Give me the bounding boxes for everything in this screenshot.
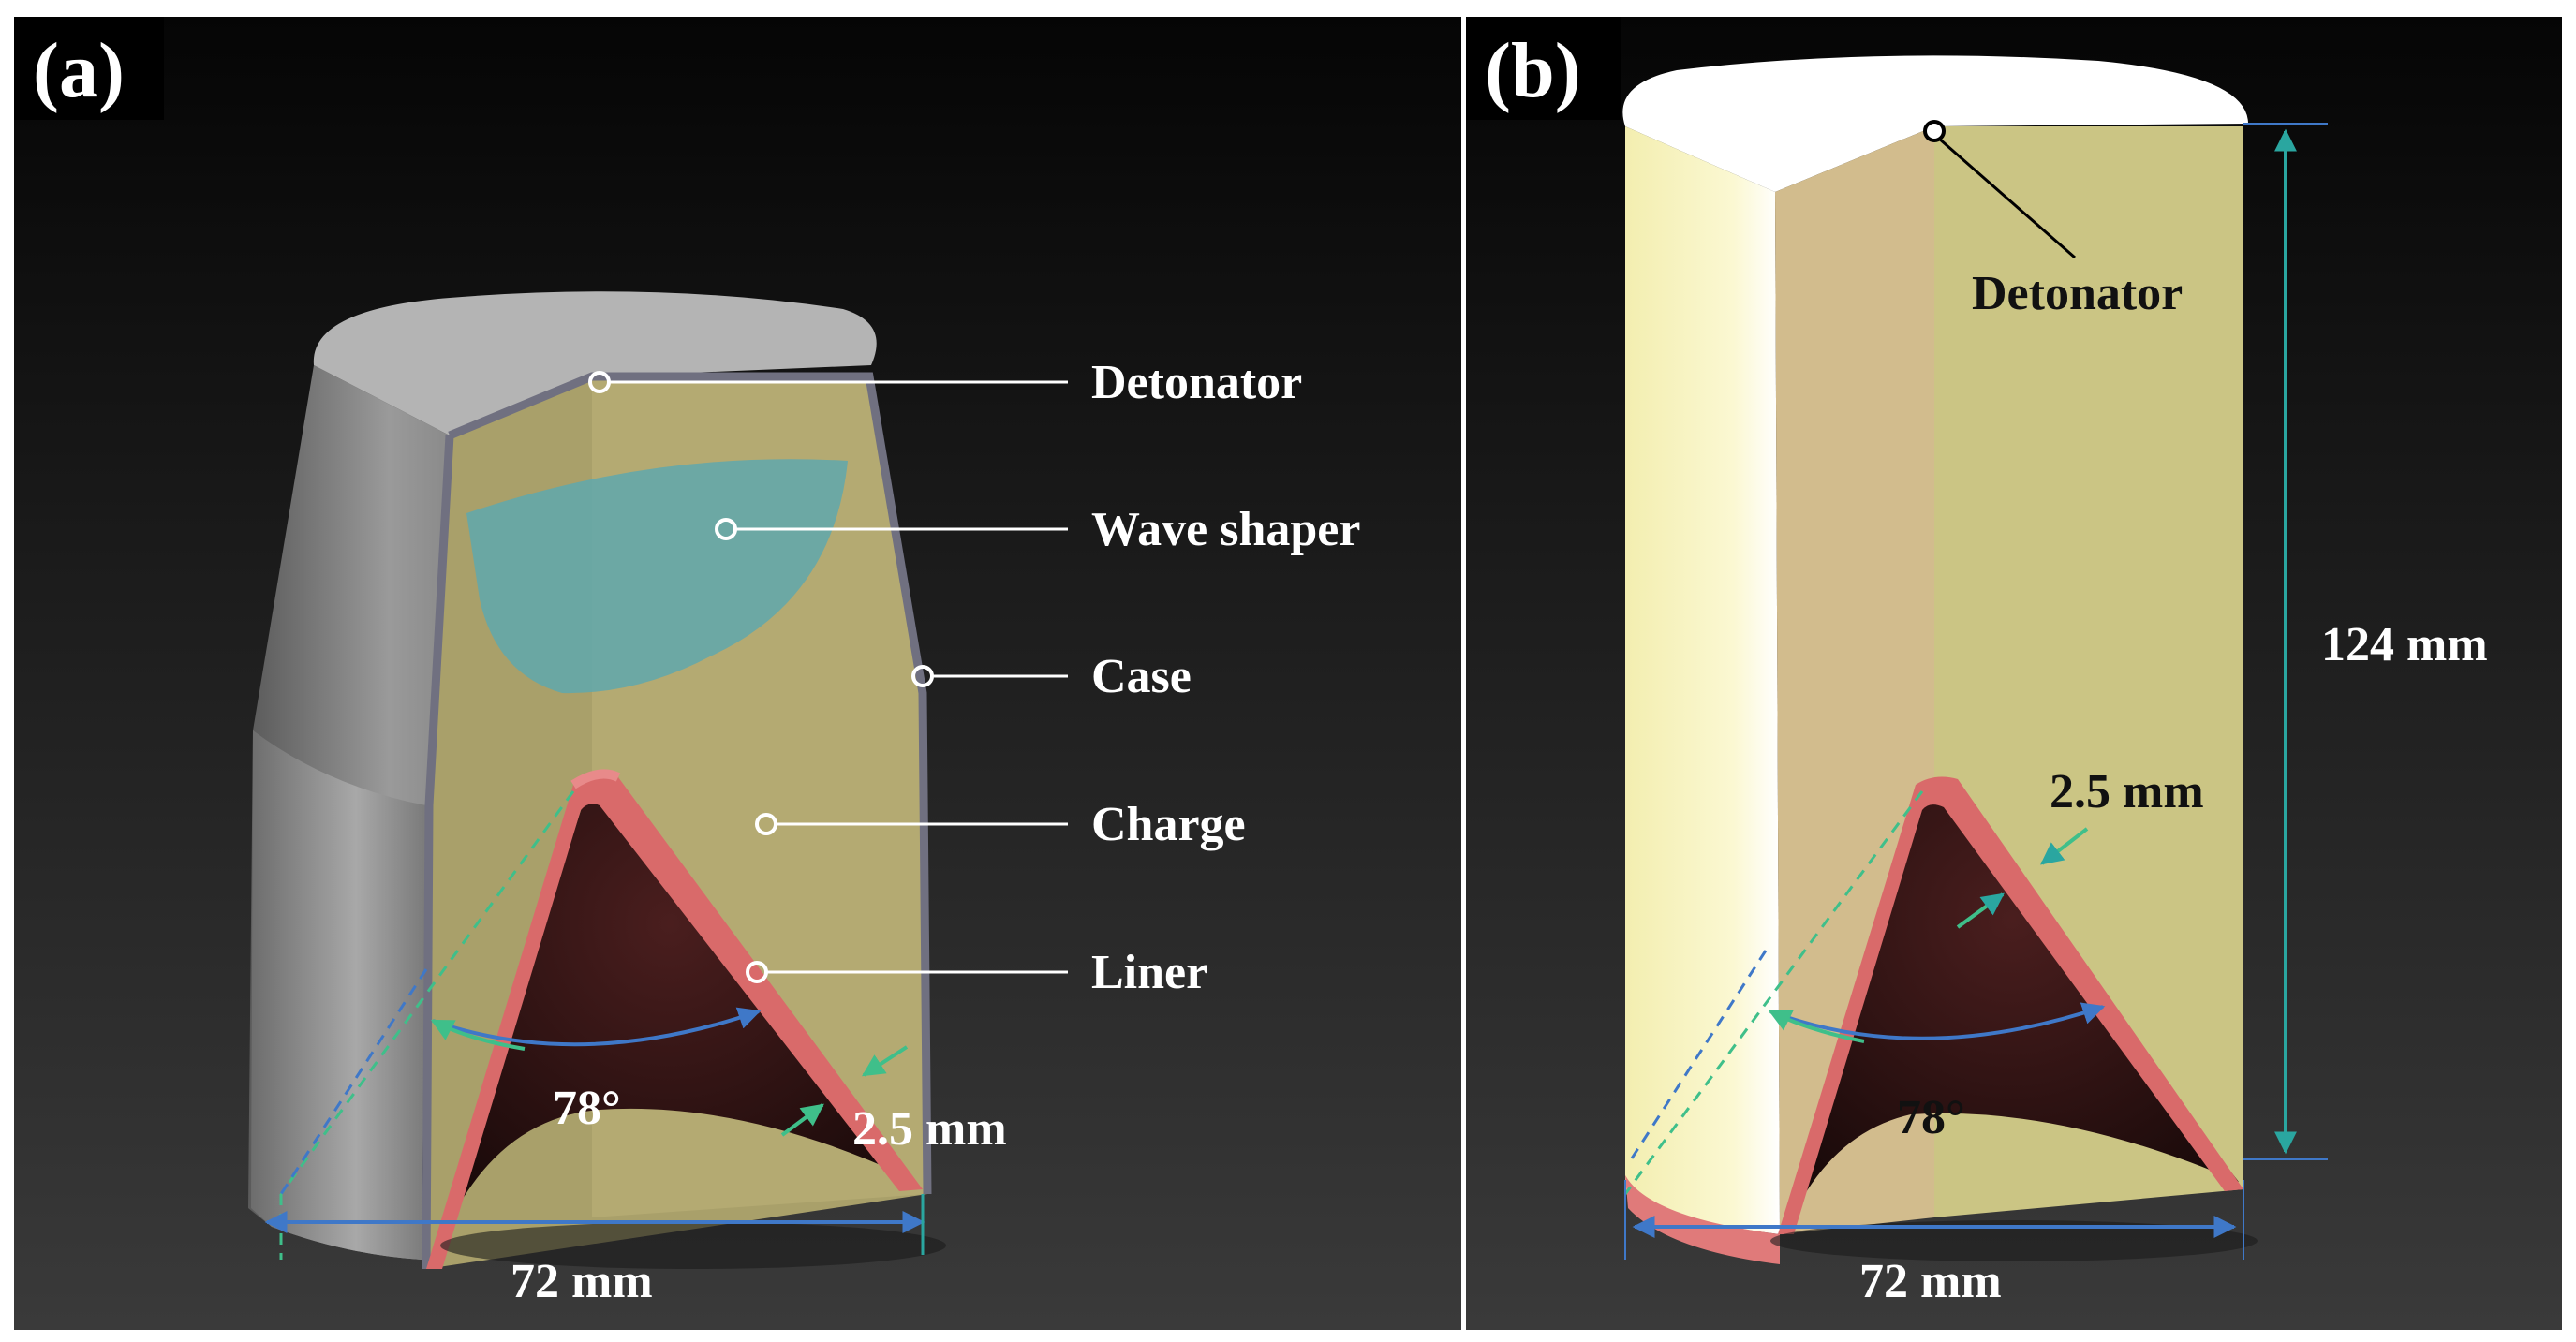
panel-a-label: (a)	[33, 27, 125, 114]
thickness-arrow-inner	[780, 1103, 824, 1137]
cylinder-3d-model	[1622, 55, 2258, 1264]
angle-label-a: 78°	[553, 1082, 621, 1135]
angle-label-b: 78°	[1897, 1091, 1965, 1144]
panel-b: (b) Detonator 124	[1466, 17, 2562, 1330]
thickness-arrow-outer-b	[2040, 827, 2089, 865]
detonator-leader-b	[1938, 137, 2076, 259]
panel-a: (a)	[14, 17, 1461, 1330]
thickness-label-a: 2.5 mm	[852, 1102, 1007, 1156]
panel-b-callouts: Detonator	[1923, 120, 2183, 320]
panel-b-label: (b)	[1485, 27, 1581, 114]
detonator-label-b: Detonator	[1972, 267, 2183, 320]
angle-arc-left	[430, 1019, 526, 1051]
case-lower-surface	[251, 730, 426, 1260]
case-top-face	[313, 291, 877, 435]
wave-shaper-label: Wave shaper	[1091, 503, 1360, 556]
panel-b-label-box	[1466, 17, 1621, 120]
thickness-arrow-inner-b	[1956, 892, 2005, 929]
angle-arc-right-b	[1769, 1002, 2106, 1040]
panel-a-callouts: Detonator Wave shaper Case Charge Liner	[588, 356, 1360, 999]
panel-b-dimensions: 124 mm 78° 2.5 mm 72 mm	[1623, 123, 2488, 1308]
height-label: 124 mm	[2321, 618, 2488, 671]
panel-a-dimensions: 78° 2.5 mm 72 mm	[264, 790, 1007, 1308]
case-wall-edge	[448, 372, 932, 1195]
liner-apex	[570, 769, 621, 789]
angle-arc-right	[432, 1007, 762, 1047]
thickness-label-b: 2.5 mm	[2050, 765, 2204, 818]
liner-label: Liner	[1091, 946, 1207, 999]
ground-shadow	[440, 1222, 946, 1269]
cone-generatrix-dash-blue	[279, 968, 428, 1195]
angle-arc-left-b	[1768, 1010, 1865, 1043]
cone-generatrix-dash-blue-b	[1628, 950, 1768, 1162]
diameter-label-b: 72 mm	[1859, 1255, 2002, 1308]
charge-label: Charge	[1091, 798, 1246, 851]
thickness-arrow-outer	[861, 1045, 909, 1077]
case-wall-edge-left	[422, 435, 454, 1270]
case-label: Case	[1091, 650, 1192, 703]
liner-b	[1778, 776, 2243, 1234]
cone-axis-dash-green	[279, 790, 575, 1195]
cone-axis-dash-green-b	[1623, 790, 1924, 1195]
detonator-label-a: Detonator	[1091, 356, 1302, 409]
warhead-3d-model	[248, 291, 946, 1270]
panel-a-label-box	[14, 17, 164, 120]
detonator-marker-b	[1923, 120, 1946, 142]
cylinder-outer-surface	[1625, 126, 1780, 1234]
liner-cavity-b	[1784, 785, 2239, 1234]
wave-shaper	[466, 459, 848, 694]
liner	[426, 775, 923, 1269]
diameter-label-a: 72 mm	[511, 1255, 653, 1308]
